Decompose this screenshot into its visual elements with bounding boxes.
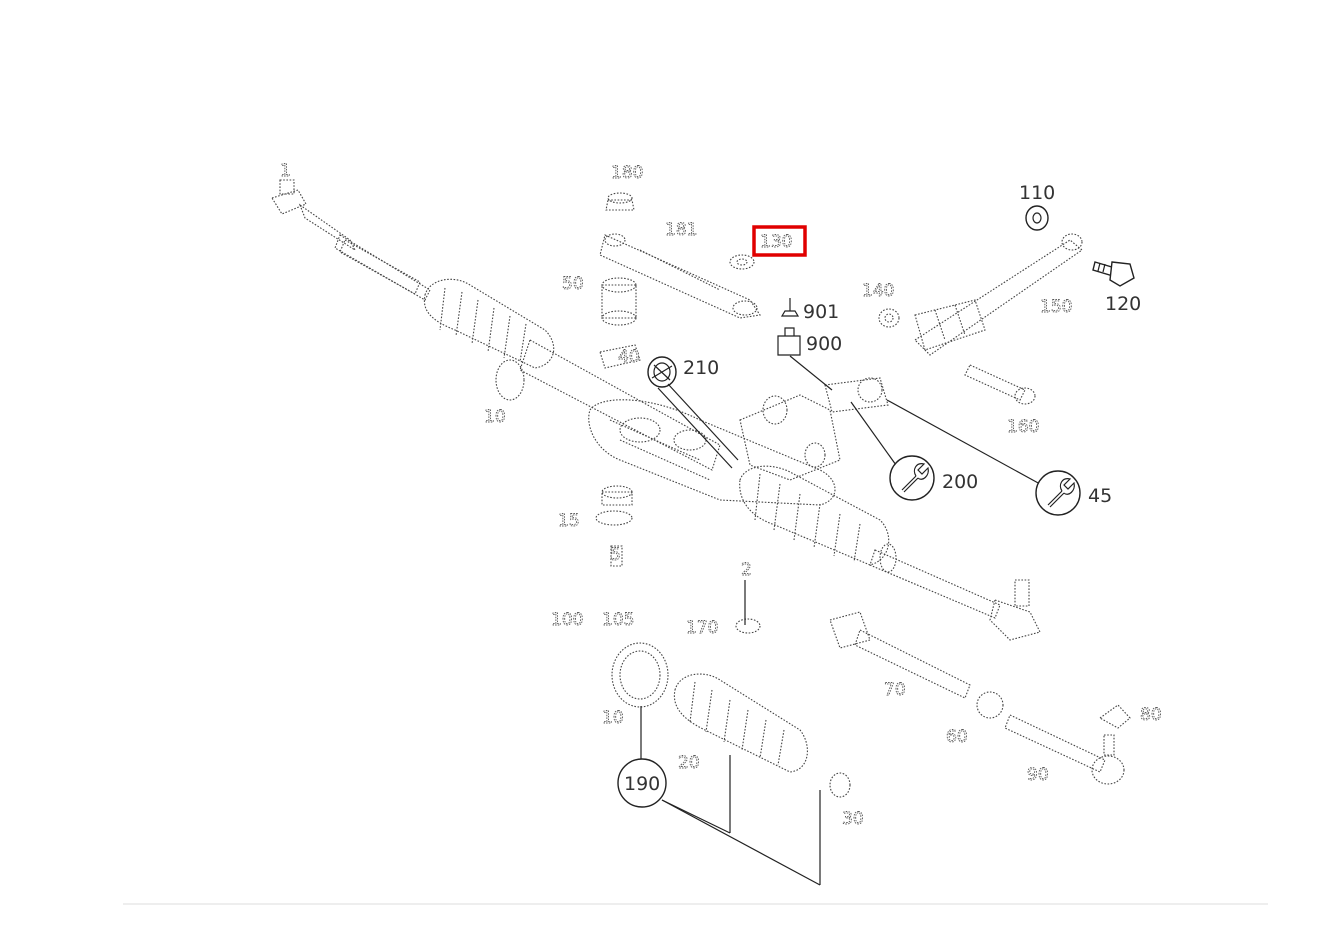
bolt-120[interactable] [1092, 261, 1135, 287]
label-901[interactable]: 901 [803, 301, 839, 323]
label-130[interactable]: 130 [760, 232, 793, 253]
valve-fitting[interactable] [824, 377, 889, 413]
label-5[interactable]: 5 [610, 545, 622, 566]
label-160[interactable]: 160 [1007, 417, 1040, 438]
washer-110[interactable] [1025, 205, 1049, 231]
label-10[interactable]: 10 [484, 407, 507, 428]
nut-60[interactable] [976, 691, 1004, 719]
tie-rod-70[interactable] [829, 611, 971, 699]
seal-130[interactable] [729, 254, 755, 270]
label-10b[interactable]: 10 [602, 708, 625, 729]
mount-5[interactable] [610, 545, 623, 567]
label-60[interactable]: 60 [946, 727, 969, 748]
label-190[interactable]: 190 [624, 773, 660, 795]
return-line-150[interactable] [914, 233, 1083, 356]
label-90[interactable]: 90 [1027, 765, 1050, 786]
label-50[interactable]: 50 [562, 274, 585, 295]
mount-15[interactable] [595, 485, 633, 526]
label-210[interactable]: 210 [683, 357, 719, 379]
nut-80[interactable] [1098, 704, 1131, 729]
clamp-30[interactable] [829, 772, 851, 798]
cap-180[interactable] [605, 192, 635, 211]
label-45[interactable]: 45 [1088, 485, 1112, 507]
label-120[interactable]: 120 [1105, 293, 1141, 315]
leader-lines [640, 355, 1041, 886]
label-105[interactable]: 105 [602, 610, 635, 631]
pinion-cap-210[interactable] [647, 356, 677, 388]
label-900[interactable]: 900 [806, 333, 842, 355]
bellows-20[interactable] [673, 673, 808, 773]
label-110[interactable]: 110 [1019, 182, 1055, 204]
label-170[interactable]: 170 [686, 618, 719, 639]
label-2[interactable]: 2 [741, 560, 753, 581]
label-30[interactable]: 30 [842, 809, 865, 830]
sealant-icon [777, 327, 801, 356]
fitting-40[interactable] [599, 344, 641, 369]
wrench-icon[interactable] [1035, 470, 1081, 516]
label-20[interactable]: 20 [678, 753, 701, 774]
label-181[interactable]: 181 [665, 220, 698, 241]
bushing-50[interactable] [601, 277, 637, 326]
label-1[interactable]: 1 [280, 161, 292, 182]
label-70[interactable]: 70 [884, 680, 907, 701]
label-15[interactable]: 15 [558, 511, 581, 532]
rack-housing[interactable] [339, 239, 1041, 641]
line-160[interactable] [964, 364, 1036, 405]
kit-190-circle[interactable] [617, 758, 667, 808]
ring-140[interactable] [878, 308, 900, 328]
label-80[interactable]: 80 [1140, 705, 1163, 726]
label-200[interactable]: 200 [942, 471, 978, 493]
tie-rod-end-left[interactable] [271, 179, 431, 301]
label-180[interactable]: 180 [611, 163, 644, 184]
clamp-170[interactable] [735, 618, 761, 634]
label-100[interactable]: 100 [551, 610, 584, 631]
wrench-icon[interactable] [889, 455, 935, 501]
label-40[interactable]: 40 [618, 347, 641, 368]
hydraulic-line-181[interactable] [599, 233, 761, 319]
label-140[interactable]: 140 [862, 281, 895, 302]
tie-rod-end-90[interactable] [1004, 714, 1125, 785]
label-150[interactable]: 150 [1040, 297, 1073, 318]
grease-icon [780, 298, 800, 317]
highlight-box [752, 225, 807, 257]
clamp-10[interactable] [611, 642, 669, 708]
